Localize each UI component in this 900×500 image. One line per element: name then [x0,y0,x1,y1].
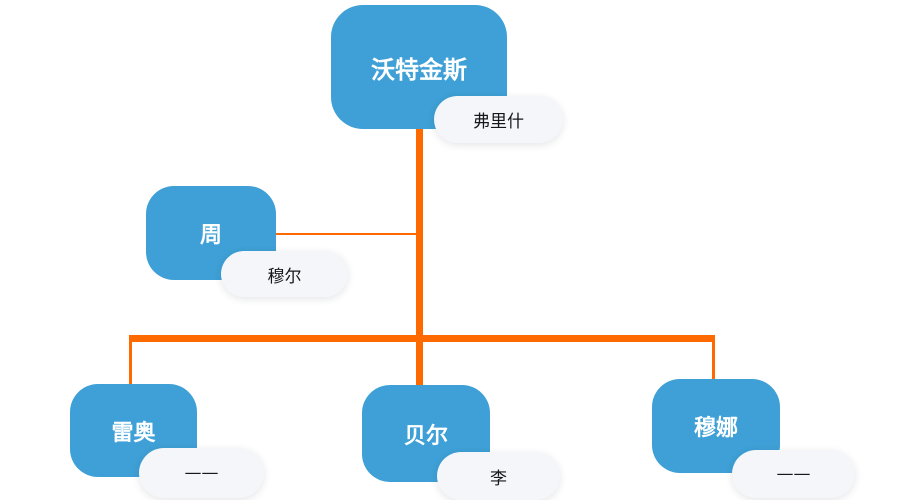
badge-beier-label: 李 [490,468,507,489]
connector-zhou-link [275,233,420,235]
badge-zhou[interactable]: 穆尔 [221,251,348,297]
node-watkins[interactable]: 沃特金斯 [331,5,507,129]
connector-drop-muna [712,341,715,380]
badge-leiao-label: —— [184,463,219,483]
node-zhou-label: 周 [199,223,222,248]
badge-muna[interactable]: —— [732,450,855,498]
badge-watkins-label: 弗里什 [473,112,524,132]
badge-watkins[interactable]: 弗里什 [434,96,563,143]
node-watkins-label: 沃特金斯 [371,55,467,84]
badge-zhou-label: 穆尔 [267,266,302,287]
node-muna-label: 穆娜 [693,416,738,441]
connector-children-bus [129,335,715,342]
badge-beier[interactable]: 李 [437,452,560,500]
badge-muna-label: —— [776,464,811,484]
node-beier-label: 贝尔 [403,423,448,449]
connector-drop-leiao [129,341,132,384]
badge-leiao[interactable]: —— [139,448,264,498]
connector-root-trunk [416,128,423,386]
node-leiao-label: 雷奥 [111,420,156,446]
